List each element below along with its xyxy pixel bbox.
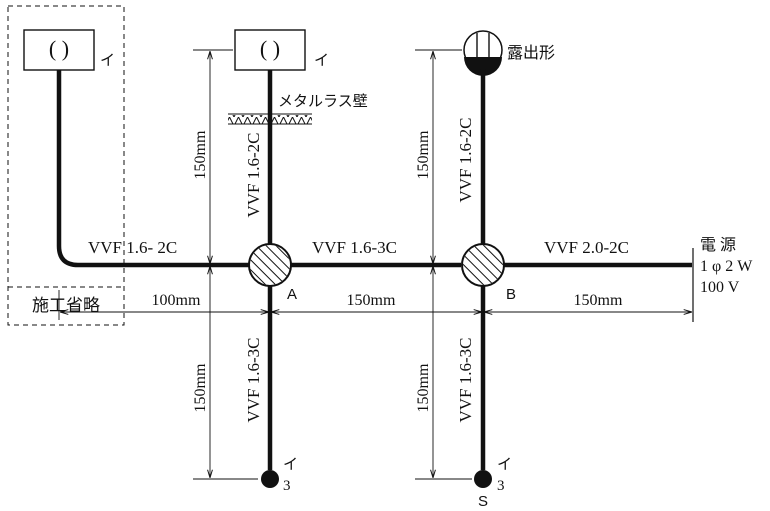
- left-wire: [56, 70, 249, 268]
- dimension-b-up: [415, 49, 462, 263]
- junction-b-label: B: [506, 286, 516, 303]
- power-source-voltage: 100 V: [700, 279, 740, 296]
- left-switch-mark: イ: [283, 457, 298, 473]
- power-source-phase: 1 φ 2 W: [700, 258, 753, 275]
- power-source-label: 電 源: [700, 236, 736, 254]
- center-fixture-symbol: ( ): [260, 36, 280, 61]
- right-switch: [474, 470, 492, 488]
- left-switch: [261, 470, 279, 488]
- left-switch-number: 3: [283, 478, 291, 494]
- center-fixture-mark: イ: [314, 53, 329, 69]
- dimension-b-up-label: 150mm: [415, 130, 432, 179]
- center-ceiling-fixture: [234, 29, 306, 71]
- left-fixture-symbol: ( ): [49, 36, 69, 61]
- cable-a-to-b: VVF 1.6-3C: [312, 238, 397, 257]
- dimension-horizontal: [58, 290, 691, 322]
- dimension-b-down: [415, 267, 472, 480]
- dimension-a-to-b-label: 150mm: [347, 292, 396, 309]
- omitted-work-boundary: [7, 5, 125, 326]
- left-ceiling-fixture: [23, 29, 95, 71]
- cable-b-to-source: VVF 2.0-2C: [544, 238, 629, 257]
- exposed-type-fixture: [463, 30, 503, 76]
- dimension-b-down-label: 150mm: [415, 363, 432, 412]
- right-switch-number: 3: [497, 478, 505, 494]
- junction-box-a: [248, 243, 292, 287]
- right-switch-s-label: S: [478, 493, 488, 510]
- dimension-left-run-label: 100mm: [152, 292, 201, 309]
- junction-box-b: [461, 243, 505, 287]
- cable-a-up: VVF 1.6-2C: [244, 132, 263, 217]
- dimension-a-down-label: 150mm: [192, 363, 209, 412]
- dimension-b-to-source-label: 150mm: [574, 292, 623, 309]
- dimension-a-down: [193, 267, 258, 480]
- left-fixture-mark: イ: [100, 53, 115, 69]
- cable-a-down: VVF 1.6-3C: [244, 337, 263, 422]
- exposed-type-label: 露出形: [507, 44, 555, 62]
- dimension-a-up: [193, 49, 233, 263]
- cable-b-up: VVF 1.6-2C: [456, 117, 475, 202]
- junction-a-label: A: [287, 286, 297, 303]
- dimension-a-up-label: 150mm: [192, 130, 209, 179]
- right-switch-mark: イ: [497, 457, 512, 473]
- cable-b-down: VVF 1.6-3C: [456, 337, 475, 422]
- metal-lath-wall-label: メタルラス壁: [278, 93, 368, 110]
- cable-left-horizontal: VVF 1.6- 2C: [88, 238, 177, 257]
